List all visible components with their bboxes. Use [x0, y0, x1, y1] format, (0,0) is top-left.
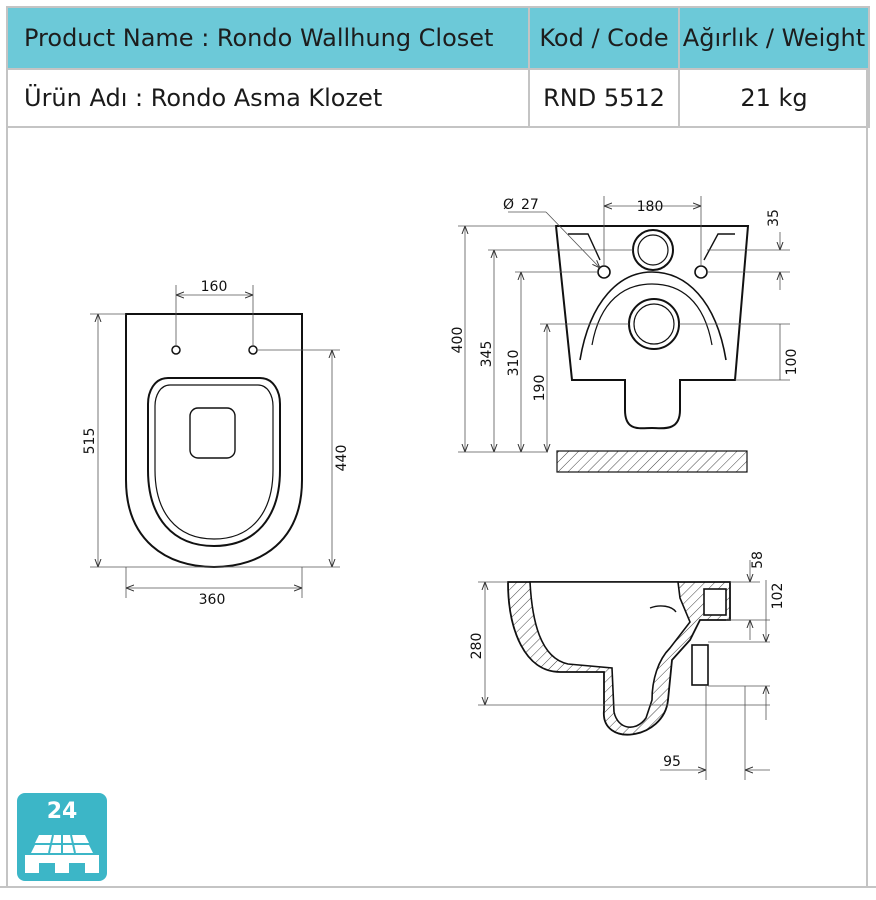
front-view-waste-outlet	[628, 298, 680, 350]
front-view-mount-hole-right	[694, 265, 708, 279]
dim-280-label: 280	[469, 633, 485, 660]
front-view-waste-outlet-inner	[633, 303, 675, 345]
top-view-seat-inner	[154, 384, 274, 540]
dim-100-label: 100	[784, 349, 800, 376]
spec-sheet-frame	[6, 6, 868, 888]
front-view-floor-slab	[556, 450, 748, 473]
pallet-count: 24	[46, 799, 78, 824]
diameter-symbol: Ø	[503, 197, 514, 213]
side-view-bowl-cavity	[529, 581, 691, 728]
side-view-inlet-connector	[703, 588, 727, 616]
dim-27-label: 27	[521, 197, 539, 213]
front-view-inner-rib	[568, 233, 735, 261]
dim-360-label: 360	[199, 592, 226, 608]
front-view-outline	[554, 225, 750, 430]
front-view-inner-arch	[579, 271, 727, 361]
pallet-badge: 24	[17, 793, 107, 881]
top-view-bowl-opening	[189, 407, 236, 459]
dim-400-label: 400	[450, 327, 466, 354]
pallet-icon	[25, 834, 99, 873]
weight-header: Ağırlık / Weight	[678, 6, 870, 70]
side-view-rim-edge	[649, 605, 677, 613]
dim-190-label: 190	[532, 375, 548, 402]
dim-160-label: 160	[201, 279, 228, 295]
bottom-border	[0, 886, 876, 888]
spec-table-row: Ürün Adı : Rondo Asma Klozet RND 5512 21…	[6, 68, 870, 128]
front-view: 27 Ø 180 35 400 345 310 190 100	[450, 196, 800, 473]
top-view-mount-hole-right	[248, 345, 258, 355]
dim-180-label: 180	[637, 199, 664, 215]
code-header: Kod / Code	[528, 6, 680, 70]
top-view-outline	[125, 313, 303, 569]
top-view: 160 515 440 360	[82, 279, 350, 608]
front-view-water-inlet-inner	[637, 234, 669, 266]
dim-440-label: 440	[334, 445, 350, 472]
product-weight: 21 kg	[678, 68, 870, 128]
side-view-outlet-connector	[691, 644, 709, 686]
front-view-water-inlet	[632, 229, 674, 271]
top-view-seat	[147, 377, 281, 548]
dim-515-label: 515	[82, 428, 98, 455]
dim-345-label: 345	[479, 341, 495, 368]
spec-table-header: Product Name : Rondo Wallhung Closet Kod…	[6, 6, 870, 70]
side-view: 58 102 280 95	[469, 551, 786, 780]
dim-95-label: 95	[663, 754, 681, 770]
dim-35-label: 35	[766, 209, 782, 227]
spec-table: Product Name : Rondo Wallhung Closet Kod…	[6, 6, 870, 128]
product-name-tr: Ürün Adı : Rondo Asma Klozet	[6, 68, 530, 128]
dim-310-label: 310	[506, 350, 522, 377]
product-name-header: Product Name : Rondo Wallhung Closet	[6, 6, 530, 70]
product-code: RND 5512	[528, 68, 680, 128]
top-view-mount-hole-left	[171, 345, 181, 355]
front-view-inner-arch-2	[591, 283, 713, 346]
dim-102-label: 102	[770, 583, 786, 610]
dim-58-label: 58	[750, 551, 766, 569]
